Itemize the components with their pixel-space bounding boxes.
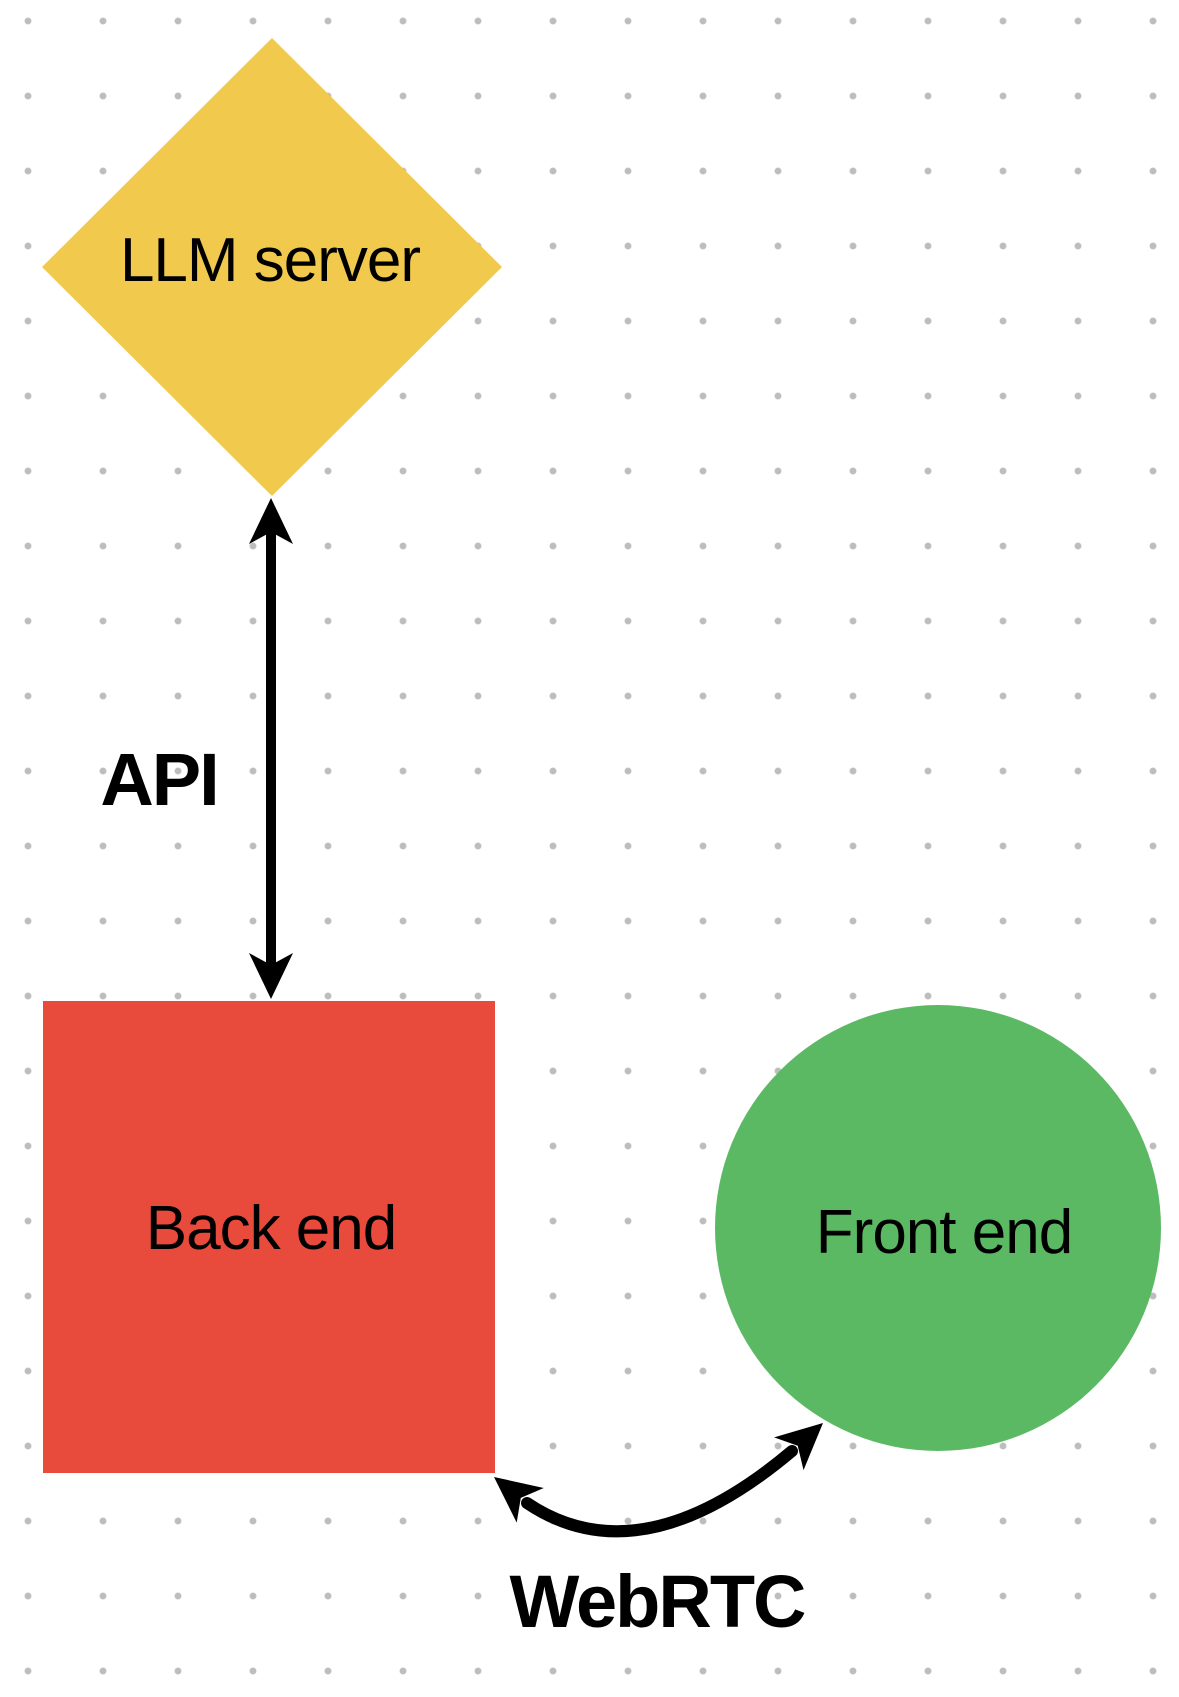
webrtc-arrow[interactable] <box>480 1407 837 1538</box>
llm-server-diamond[interactable] <box>42 38 502 496</box>
webrtc-arrowhead-left <box>494 1477 544 1523</box>
back-end-label: Back end <box>145 1194 398 1263</box>
webrtc-edge-label[interactable]: WebRTC <box>509 1560 807 1643</box>
api-arrow[interactable] <box>249 498 293 999</box>
front-end-label: Front end <box>815 1198 1073 1267</box>
back-end-square[interactable] <box>43 1001 495 1473</box>
front-end-circle[interactable] <box>715 1005 1161 1451</box>
api-arrowhead-up <box>249 498 293 544</box>
llm-server-label: LLM server <box>119 226 421 295</box>
api-arrowhead-down <box>249 953 293 999</box>
api-edge-label[interactable]: API <box>100 738 219 821</box>
webrtc-arrow-shaft[interactable] <box>521 1445 798 1538</box>
webrtc-arrowhead-right <box>774 1423 823 1471</box>
